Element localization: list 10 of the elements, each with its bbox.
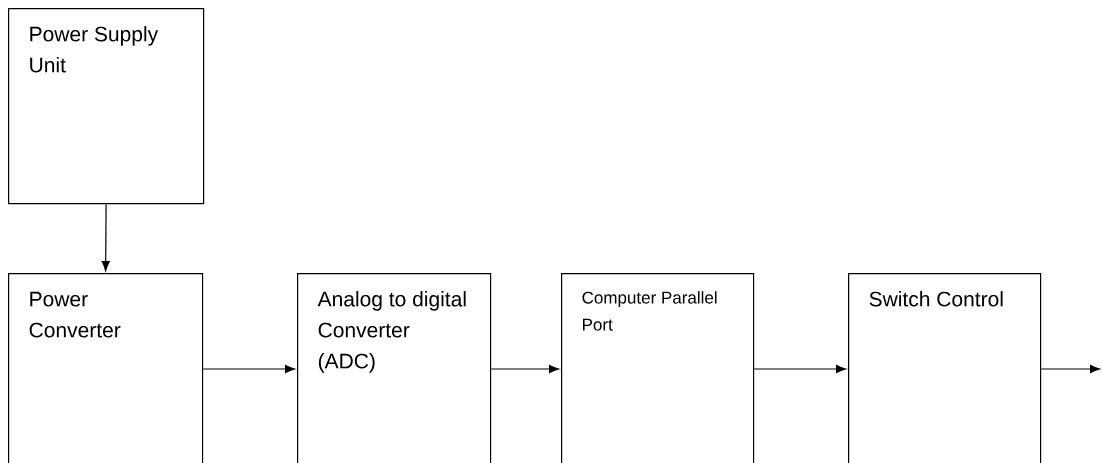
block-box: Power Converter: [8, 273, 204, 463]
arrow: [101, 203, 110, 272]
block-box: Computer Parallel Port: [561, 273, 755, 463]
block-box: Power Supply Unit: [8, 8, 205, 205]
block-box: Analog to digital Converter (ADC): [297, 273, 492, 463]
block-box: Switch Control: [848, 273, 1042, 463]
arrow: [490, 364, 560, 374]
arrow: [1040, 364, 1101, 374]
arrow: [202, 364, 296, 374]
arrow: [753, 364, 847, 374]
